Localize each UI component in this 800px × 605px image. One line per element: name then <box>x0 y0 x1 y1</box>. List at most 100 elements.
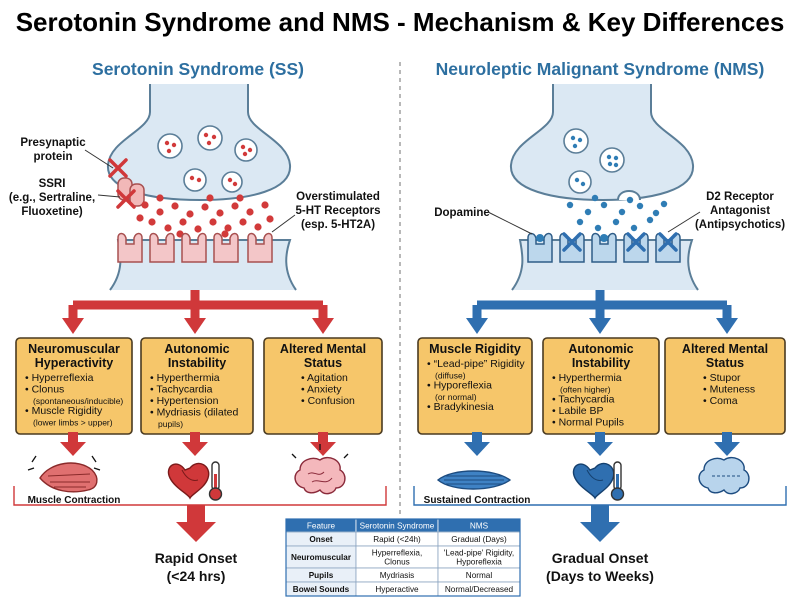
dopamine-dot <box>652 209 660 217</box>
ss-box-title: Autonomic <box>164 342 229 356</box>
ss-box-title: Neuromuscular <box>28 342 120 356</box>
nms-box-item: • Labile BP <box>552 405 604 417</box>
thermometer-icon <box>208 461 223 501</box>
brain-agitated-icon <box>291 444 349 495</box>
serotonin-dot <box>221 230 229 238</box>
table-cell: Rapid (<24h) <box>373 535 421 544</box>
nms-box-1: Muscle Rigidity • “Lead-pipe” Rigidity(di… <box>417 337 533 435</box>
ss-box-item: • Agitation <box>301 372 348 384</box>
table-cell: Onset <box>309 535 332 544</box>
serotonin-dot <box>156 194 164 202</box>
svg-text:(Days to Weeks): (Days to Weeks) <box>546 568 654 584</box>
ss-label-presynaptic: Presynaptic protein <box>20 137 114 169</box>
antagonist-x-icon <box>626 232 646 252</box>
ss-box-title: Hyperactivity <box>35 356 114 370</box>
serotonin-dot <box>261 201 269 209</box>
nms-symptom-boxes: Muscle Rigidity • “Lead-pipe” Rigidity(di… <box>417 337 786 435</box>
ss-box-item: • Confusion <box>301 395 355 407</box>
ss-synapse <box>106 84 297 291</box>
dopamine-dot <box>612 218 620 226</box>
serotonin-dot <box>216 209 224 217</box>
table-cell: Hyperactive <box>375 585 419 594</box>
table-cell: Bowel Sounds <box>293 585 350 594</box>
nms-box-title: Status <box>706 356 744 370</box>
ss-label-receptors: Overstimulated 5-HT Receptors (esp. 5-HT… <box>271 191 381 233</box>
d2-receptor <box>655 232 681 263</box>
serotonin-dot <box>224 224 232 232</box>
serotonin-dot <box>239 218 247 226</box>
nms-box-item: • Hyperthermia <box>552 372 622 384</box>
ss-block-x-icon <box>108 158 136 209</box>
svg-text:Fluoxetine): Fluoxetine) <box>21 206 83 218</box>
antagonist-x-icon <box>658 232 678 252</box>
thermometer-icon <box>610 461 625 501</box>
svg-text:Antagonist: Antagonist <box>710 205 770 217</box>
svg-text:5-HT Receptors: 5-HT Receptors <box>296 205 381 217</box>
nms-vesicles <box>563 128 625 194</box>
serotonin-dot <box>186 210 194 218</box>
dopamine-dot <box>626 196 634 204</box>
brain-stupor-icon <box>698 456 750 495</box>
table-cell: 'Lead-pipe' Rigidity, <box>444 549 514 558</box>
dopamine-dot <box>618 208 626 216</box>
nms-box-title: Muscle Rigidity <box>429 342 521 356</box>
serotonin-dot <box>206 194 214 202</box>
nms-box-title: Autonomic <box>568 342 633 356</box>
svg-text:Overstimulated: Overstimulated <box>296 191 380 203</box>
svg-text:Presynaptic: Presynaptic <box>20 137 86 149</box>
dopamine-dot <box>636 202 644 210</box>
ss-box-item: • Hyperthermia <box>150 372 220 384</box>
ss-box-subnote: pupils) <box>158 419 183 429</box>
table-header-cell: Serotonin Syndrome <box>360 522 435 531</box>
nms-box-item: • “Lead-pipe” Rigidity <box>427 358 525 370</box>
table-cell: Normal <box>466 571 493 580</box>
serotonin-dot <box>236 194 244 202</box>
serotonin-dot <box>231 202 239 210</box>
nms-box-subnote: (diffuse) <box>435 371 466 381</box>
svg-text:Rapid Onset: Rapid Onset <box>155 550 238 566</box>
ss-vesicles <box>157 125 258 193</box>
ss-box-title: Altered Mental <box>280 342 366 356</box>
serotonin-dot <box>246 208 254 216</box>
svg-text:(esp. 5-HT2A): (esp. 5-HT2A) <box>301 219 375 231</box>
5ht-receptor <box>149 232 175 263</box>
serotonin-dot <box>164 224 172 232</box>
svg-text:D2 Receptor: D2 Receptor <box>706 191 774 203</box>
table-header-cell: Feature <box>307 522 336 531</box>
d2-receptor <box>623 232 649 263</box>
dopamine-dot <box>576 218 584 226</box>
ss-serotonin-molecules <box>136 194 274 238</box>
d2-receptor <box>559 232 585 263</box>
nms-synapse <box>509 84 699 291</box>
ss-box-item: • Mydriasis (dilated <box>150 407 238 419</box>
svg-text:protein: protein <box>34 151 73 163</box>
d2-receptor <box>591 232 617 263</box>
serotonin-dot <box>209 218 217 226</box>
nms-box-subnote: (often higher) <box>560 385 611 395</box>
bound-dopamine <box>600 234 608 242</box>
ss-box-item: • Tachycardia <box>150 384 213 396</box>
table-cell: Neuromuscular <box>291 553 352 562</box>
5ht-receptor <box>247 232 273 263</box>
nms-d2-receptors <box>527 232 681 263</box>
table-cell: Mydriasis <box>380 571 415 580</box>
page-title: Serotonin Syndrome and NMS - Mechanism &… <box>16 7 785 37</box>
ss-box-arrows <box>60 432 336 456</box>
serotonin-dot <box>136 214 144 222</box>
ss-box-item: • Muscle Rigidity <box>25 405 103 417</box>
serotonin-dot <box>194 225 202 233</box>
muscle-sustained-icon <box>436 470 512 490</box>
dopamine-dot <box>594 224 602 232</box>
nms-footer-label: Sustained Contraction <box>424 495 531 506</box>
serotonin-dot <box>156 208 164 216</box>
nms-onset-arrow: Gradual Onset (Days to Weeks) <box>546 505 654 584</box>
nms-box-item: • Bradykinesia <box>427 401 494 413</box>
d2-receptor <box>527 232 553 263</box>
